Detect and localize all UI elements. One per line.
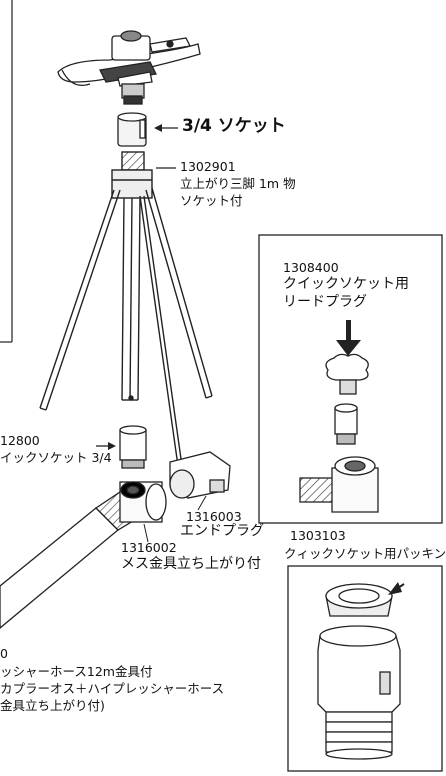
hose-tee xyxy=(0,481,167,629)
packing-ring xyxy=(325,583,393,617)
tripod-name-line2: ソケット付 xyxy=(180,193,243,208)
socket-34-part xyxy=(117,112,147,147)
plug-box xyxy=(258,234,443,524)
plug-arrow xyxy=(336,320,361,356)
tripod-name-line1: 立上がり三脚 1m 物 xyxy=(180,176,296,191)
lead-plug xyxy=(325,353,369,395)
lead-plug-name-line1: クイックソケット用 xyxy=(283,276,409,292)
tee-code: 1316002 xyxy=(121,540,177,555)
quick-socket-name: イックソケット 3/4 xyxy=(0,450,112,465)
hose-code: 0 xyxy=(0,646,8,661)
end-plug-part xyxy=(169,451,231,499)
socket-34-label: 3/4 ソケット xyxy=(182,116,286,136)
packing-name: クィックソケット用パッキン xyxy=(284,546,446,561)
end-plug-name: エンドプラグ xyxy=(180,523,264,539)
tee-in-box xyxy=(299,456,379,513)
left-frame xyxy=(0,0,13,343)
hose-line1: ッシャーホース12m金具付 xyxy=(0,664,153,679)
quick-socket-large xyxy=(317,625,401,760)
tee-name: メス金具立ち上がり付 xyxy=(121,556,261,572)
quick-socket-code: 12800 xyxy=(0,433,40,448)
quick-socket-in-box xyxy=(334,403,358,445)
lead-plug-name-line2: リードプラグ xyxy=(283,294,367,310)
packing-box xyxy=(287,565,443,772)
packing-code: 1303103 xyxy=(290,528,346,543)
end-plug-code: 1316003 xyxy=(186,509,242,524)
quick-socket-part xyxy=(119,425,147,469)
lead-plug-code: 1308400 xyxy=(283,260,339,275)
hose-line2: カプラーオス＋ハイプレッシャーホース xyxy=(0,681,225,696)
hose-line3: 金具立ち上がり付) xyxy=(0,698,105,713)
tripod xyxy=(39,151,213,467)
tripod-code: 1302901 xyxy=(180,159,236,174)
sprinkler-head xyxy=(57,30,201,105)
